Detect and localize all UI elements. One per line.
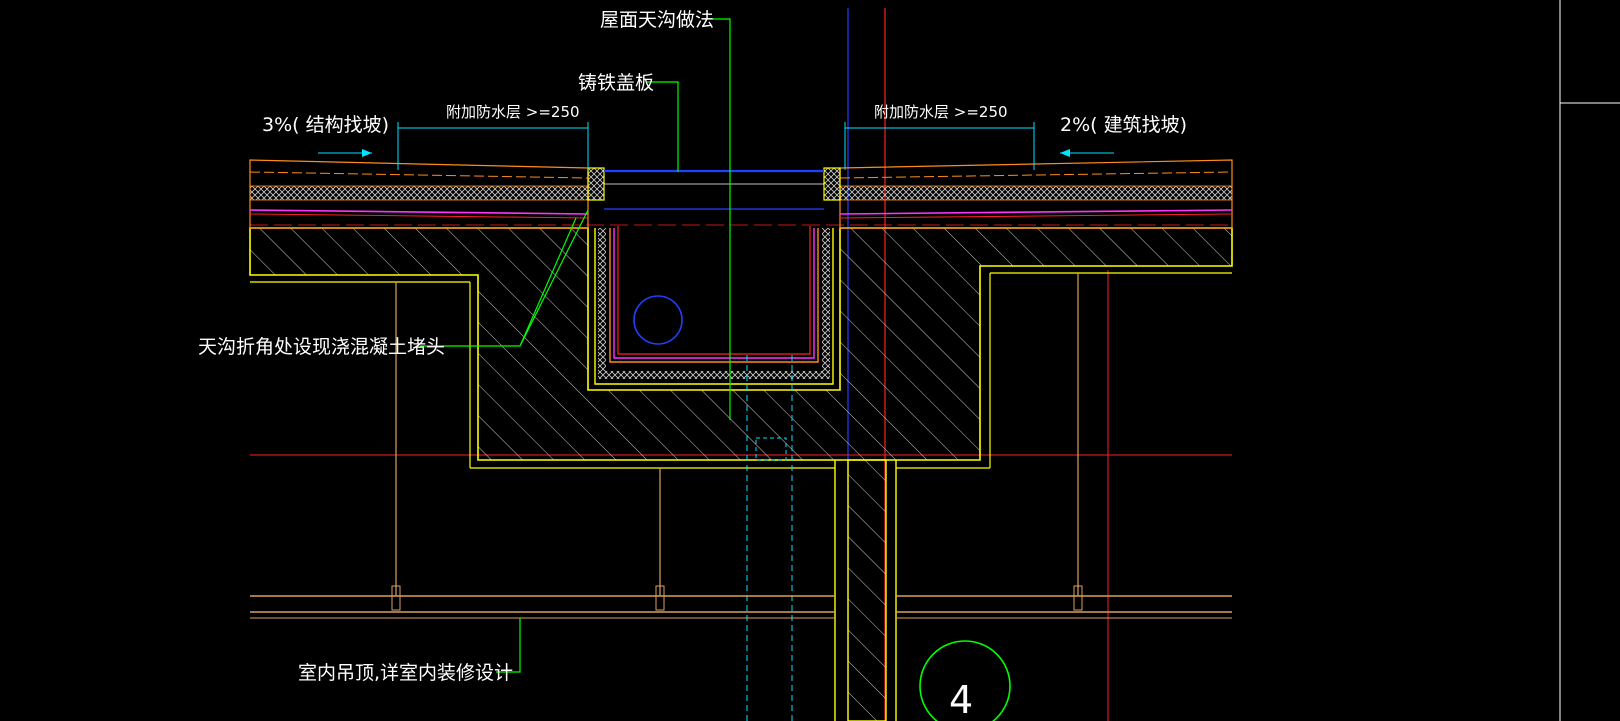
drain-pipe-dashed [746,355,793,721]
gutter-lining [587,167,841,379]
title-label: 屋面天沟做法 [600,9,714,31]
roof-layers-right [839,159,1233,229]
concrete-slab [249,227,1233,721]
leader-lines [420,18,731,673]
suspended-ceiling [250,273,1232,619]
slope-left-label: 3%( 结构找坡) [262,114,389,136]
cast-iron-cover [604,169,824,210]
detail-marker-circle [919,640,1011,721]
ceiling-note-label: 室内吊顶,详室内装修设计 [298,662,513,684]
waterproof-right-label: 附加防水层 >=250 [874,103,1008,121]
detail-number-label: 4 [949,678,973,721]
roof-layers-left [249,159,589,229]
drawing-frame [1559,0,1620,721]
waterproof-left-label: 附加防水层 >=250 [446,103,580,121]
slope-right-label: 2%( 建筑找坡) [1060,114,1187,136]
corner-note-label: 天沟折角处设现浇混凝土堵头 [198,336,445,358]
dimension-lines [318,122,1114,170]
cover-label: 铸铁盖板 [578,72,654,94]
drain-pipe-section [633,295,683,345]
